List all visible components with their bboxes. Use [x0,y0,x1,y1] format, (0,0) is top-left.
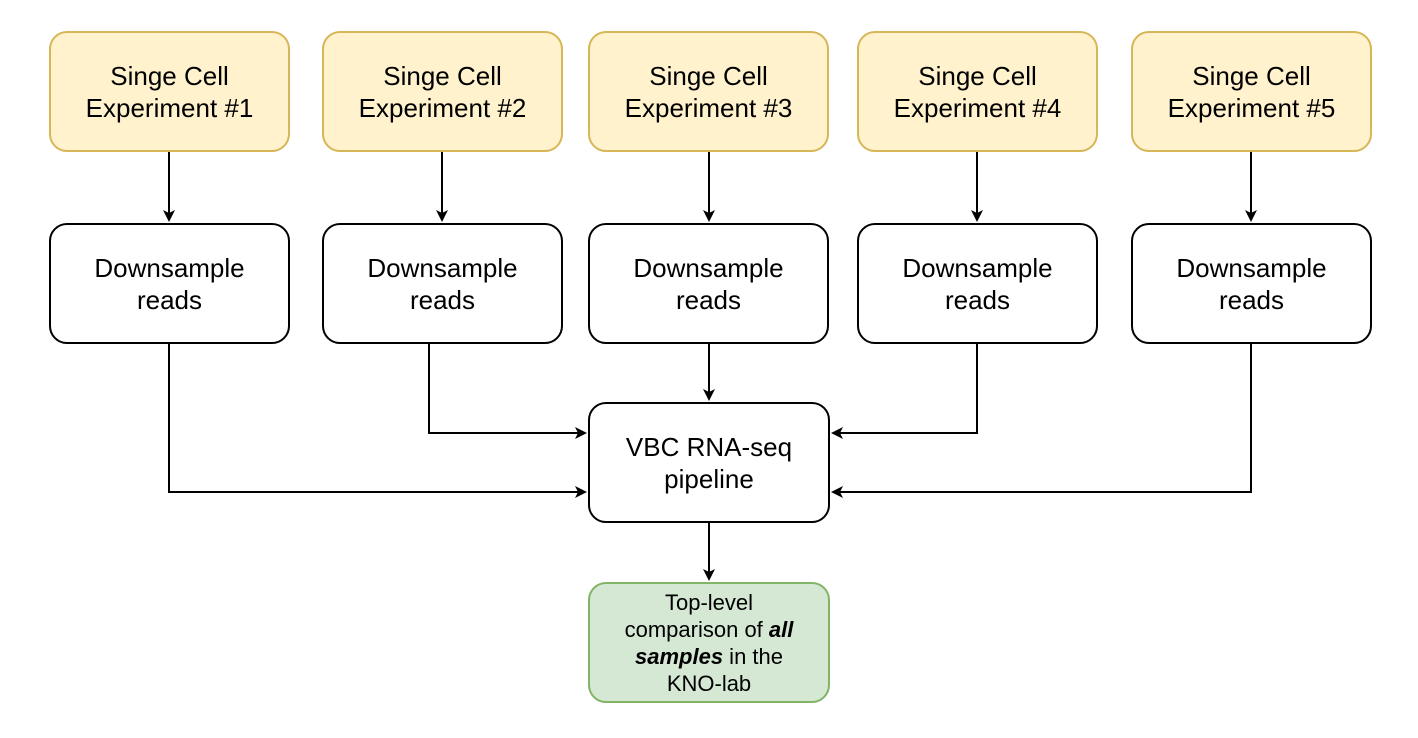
downsample-node-4: Downsample reads [857,223,1098,344]
downsample-label: Downsample [902,252,1053,283]
downsample-node-3: Downsample reads [588,223,829,344]
edge-down5-pipeline [831,344,1252,498]
downsample-label: Downsample [633,252,784,283]
experiment-number: Experiment #2 [358,92,527,123]
downsample-node-1: Downsample reads [49,223,290,344]
downsample-node-2: Downsample reads [322,223,563,344]
experiment-number: Experiment #3 [624,92,793,123]
output-label-line3: samples in the [635,643,783,670]
downsample-label: Downsample [94,252,245,283]
edge-down2-pipeline [428,344,587,439]
experiment-number: Experiment #5 [1167,92,1336,123]
experiment-node-4: Singe Cell Experiment #4 [857,31,1098,152]
pipeline-node: VBC RNA-seq pipeline [588,402,830,523]
edge-down4-pipeline [831,344,978,439]
downsample-label-reads: reads [675,284,742,315]
experiment-title: Singe Cell [1192,60,1311,91]
downsample-node-5: Downsample reads [1131,223,1372,344]
output-node: Top-level comparison of all samples in t… [588,582,830,703]
edge-down1-pipeline [168,344,587,498]
output-label-emphasis: all [768,616,794,642]
experiment-node-2: Singe Cell Experiment #2 [322,31,563,152]
downsample-label-reads: reads [409,284,476,315]
downsample-label: Downsample [1176,252,1327,283]
output-label-emphasis: samples [635,643,724,669]
pipeline-label-sub: pipeline [664,463,754,494]
pipeline-label: VBC RNA-seq [625,431,793,462]
experiment-title: Singe Cell [383,60,502,91]
output-label-text: in the [723,643,783,669]
experiment-number: Experiment #1 [85,92,254,123]
experiment-number: Experiment #4 [893,92,1062,123]
downsample-label: Downsample [367,252,518,283]
experiment-title: Singe Cell [918,60,1037,91]
output-label-text: comparison of [624,616,769,642]
downsample-label-reads: reads [944,284,1011,315]
experiment-node-5: Singe Cell Experiment #5 [1131,31,1372,152]
experiment-title: Singe Cell [110,60,229,91]
downsample-label-reads: reads [136,284,203,315]
output-label-line1: Top-level [664,589,754,615]
output-label-line2: comparison of all [625,616,794,643]
experiment-node-3: Singe Cell Experiment #3 [588,31,829,152]
downsample-label-reads: reads [1218,284,1285,315]
output-label-line4: KNO-lab [666,670,752,696]
experiment-title: Singe Cell [649,60,768,91]
experiment-node-1: Singe Cell Experiment #1 [49,31,290,152]
